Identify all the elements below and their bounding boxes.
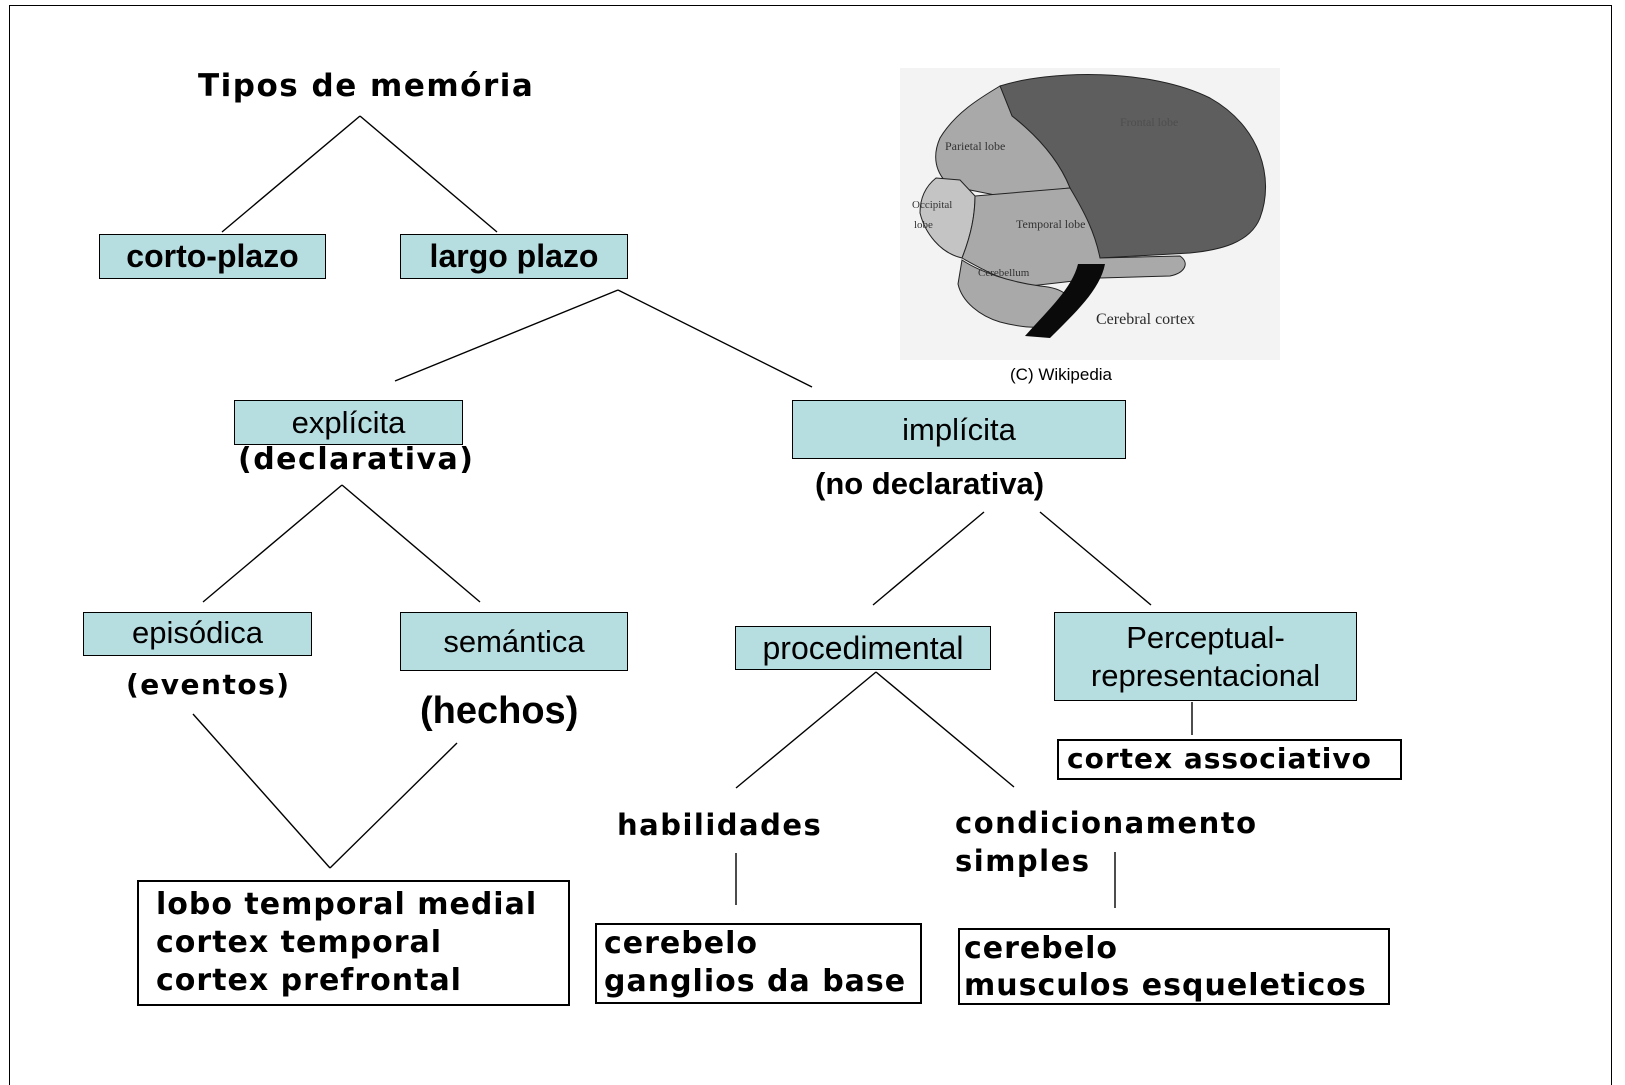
line-implicita-procedimental	[872, 511, 985, 606]
regions-declarative-box: lobo temporal medial cortex temporal cor…	[137, 880, 570, 1006]
node-implicita-sub: (no declarativa)	[815, 466, 1045, 501]
line-root-corto	[221, 115, 361, 233]
image-credit: (C) Wikipedia	[1010, 365, 1113, 384]
line-explicita-episodica	[202, 484, 343, 603]
node-perceptual-line1: Perceptual-	[1126, 620, 1285, 656]
brain-label-occipital-2: lobe	[914, 219, 933, 231]
brain-label-occipital-1: Occipital	[912, 199, 952, 211]
brain-label-temporal: Temporal lobe	[1016, 217, 1085, 231]
label-condicionamento-line2: simples	[955, 844, 1091, 878]
region-item: cortex prefrontal	[156, 963, 462, 998]
line-largo-implicita	[617, 289, 813, 388]
line-implicita-perceptual	[1039, 511, 1152, 606]
line-largo-explicita	[394, 289, 619, 382]
brain-label-frontal: Frontal lobe	[1120, 115, 1178, 129]
label-condicionamento-line1: condicionamento	[955, 806, 1258, 840]
line-procedimental-condicionamento	[875, 671, 1015, 788]
node-largo-plazo: largo plazo	[400, 234, 628, 279]
brain-stem-shape	[1025, 264, 1105, 338]
node-procedimental: procedimental	[735, 626, 991, 670]
line-episodica-regions	[192, 713, 331, 869]
parietal-lobe-shape	[935, 85, 1071, 197]
brain-label-cortex: Cerebral cortex	[1096, 311, 1195, 328]
brain-illustration: Frontal lobe Parietal lobe Occipital lob…	[912, 74, 1267, 338]
region-item: cerebelo	[604, 926, 758, 961]
diagram-title: Tipos de memória	[198, 68, 535, 104]
brain-image: Frontal lobe Parietal lobe Occipital lob…	[900, 68, 1280, 360]
node-semantica-sub: (hechos)	[420, 690, 579, 732]
line-root-largo	[359, 115, 498, 233]
line-procedimental-habilidades	[735, 671, 877, 789]
brain-label-cerebellum: Cerebellum	[978, 267, 1030, 279]
temporal-lobe-shape	[961, 187, 1186, 287]
region-item: musculos esqueleticos	[964, 968, 1367, 1003]
regions-habilidades-box: cerebelo ganglios da base	[595, 923, 922, 1004]
line-semantica-regions	[329, 742, 458, 869]
region-item: cerebelo	[964, 931, 1118, 966]
label-condicionamento: condicionamento simples	[955, 804, 1258, 880]
region-item: lobo temporal medial	[156, 887, 538, 922]
region-item: cortex temporal	[156, 925, 443, 960]
node-episodica: episódica	[83, 612, 312, 656]
node-implicita: implícita	[792, 400, 1126, 459]
line-explicita-semantica	[341, 484, 481, 603]
node-episodica-sub: (eventos)	[126, 668, 291, 701]
slide-frame	[9, 5, 1612, 1085]
node-explicita-sub: (declarativa)	[238, 442, 475, 477]
node-explicita: explícita	[234, 400, 463, 445]
regions-condicionamento-box: cerebelo musculos esqueleticos	[958, 928, 1390, 1005]
node-perceptual-line2: representacional	[1090, 657, 1321, 693]
brain-label-parietal: Parietal lobe	[945, 139, 1005, 153]
node-corto-plazo: corto-plazo	[99, 234, 326, 279]
region-item: ganglios da base	[604, 964, 907, 999]
node-perceptual-representacional: Perceptual- representacional	[1054, 612, 1357, 701]
label-habilidades: habilidades	[617, 808, 823, 842]
region-perceptual-box: cortex associativo	[1057, 739, 1402, 780]
node-semantica: semántica	[400, 612, 628, 671]
